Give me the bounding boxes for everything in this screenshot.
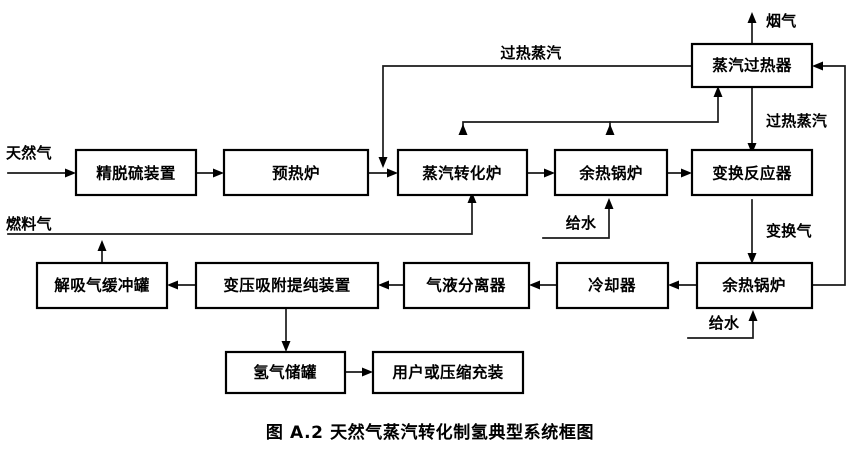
block-psa-purification-rect[interactable]: [194, 261, 380, 310]
block-steam-superheater-rect[interactable]: [690, 42, 814, 89]
stream-label-superheated-steam-right: 过热蒸汽: [766, 112, 827, 130]
block-waste-heat-boiler-bottom-rect[interactable]: [695, 261, 814, 310]
arrow-separator-to-psa: [378, 280, 389, 290]
block-desorption-gas-buffer-tank-rect[interactable]: [35, 261, 169, 310]
stream-label-shift-gas: 变换气: [766, 222, 812, 240]
block-hydrogen-storage-tank-rect[interactable]: [224, 350, 347, 395]
arrow-steam-into-reformer-top: [458, 124, 468, 135]
block-psa-purification[interactable]: 变压吸附提纯装置: [194, 261, 380, 310]
arrow-superheated-steam-down: [378, 157, 388, 168]
arrow-psa-to-buffer-tank: [167, 280, 178, 290]
block-hydrogen-storage-tank[interactable]: 氢气储罐: [224, 350, 347, 395]
arrow-flue-gas-out: [747, 12, 757, 23]
figure-caption: 图 A.2 天然气蒸汽转化制氢典型系统框图: [266, 422, 594, 443]
block-desulfurizer-rect[interactable]: [74, 148, 198, 197]
arrow-wh-boiler-top-to-shift-reactor: [681, 168, 692, 178]
block-desulfurizer-label: 精脱硫装置: [96, 164, 176, 183]
arrow-reformer-to-wh-boiler-top: [544, 168, 555, 178]
block-steam-superheater[interactable]: 蒸汽过热器: [690, 42, 814, 89]
block-shift-reactor[interactable]: 变换反应器: [690, 148, 814, 197]
block-gas-liquid-separator-label: 气液分离器: [425, 276, 506, 295]
stream-label-flue-gas: 烟气: [766, 12, 797, 30]
block-cooler[interactable]: 冷却器: [555, 261, 670, 310]
arrow-natural-gas-inlet: [65, 168, 76, 178]
block-steam-reformer-label: 蒸汽转化炉: [422, 164, 502, 183]
block-waste-heat-boiler-bottom[interactable]: 余热锅炉: [695, 261, 814, 310]
block-steam-superheater-label: 蒸汽过热器: [712, 56, 792, 75]
block-layer: 精脱硫装置 预热炉 蒸汽转化炉 余热锅炉 变换反应器 蒸汽过热器: [35, 42, 814, 395]
block-psa-purification-label: 变压吸附提纯装置: [223, 276, 350, 295]
arrow-hydrogen-tank-to-user: [362, 367, 373, 377]
block-user-or-compression-filling-label: 用户或压缩充装: [392, 363, 503, 382]
arrow-feed-water-to-wh-boiler-bottom: [748, 310, 758, 321]
arrow-wh-boiler-bottom-to-cooler: [668, 280, 679, 290]
block-desulfurizer[interactable]: 精脱硫装置: [74, 148, 198, 197]
block-preheater-label: 预热炉: [272, 164, 320, 183]
connector-layer: [7, 12, 846, 377]
block-waste-heat-boiler-top-label: 余热锅炉: [578, 164, 643, 183]
arrow-preheater-to-reformer: [387, 168, 398, 178]
arrow-steam-into-boiler-top: [605, 124, 615, 135]
block-gas-liquid-separator-rect[interactable]: [402, 261, 531, 310]
arrow-cooler-to-separator: [529, 280, 540, 290]
block-waste-heat-boiler-top[interactable]: 余热锅炉: [553, 148, 669, 197]
stream-label-feed-water-bottom: 给水: [709, 314, 740, 332]
line-superheated-steam-to-reformer: [382, 65, 693, 161]
block-steam-reformer[interactable]: 蒸汽转化炉: [396, 148, 529, 197]
block-user-or-compression-filling[interactable]: 用户或压缩充装: [371, 350, 525, 395]
block-user-or-compression-filling-rect[interactable]: [371, 350, 525, 395]
stream-label-superheated-steam-top: 过热蒸汽: [500, 44, 561, 62]
block-shift-reactor-label: 变换反应器: [712, 164, 792, 183]
block-preheater-rect[interactable]: [222, 148, 370, 197]
block-cooler-label: 冷却器: [588, 276, 636, 295]
line-feed-water-to-wh-boiler-bottom: [687, 317, 754, 339]
line-steam-header-to-superheater: [462, 93, 719, 131]
arrow-steam-into-superheater-bottom: [713, 86, 723, 97]
block-desorption-gas-buffer-tank[interactable]: 解吸气缓冲罐: [35, 261, 169, 310]
arrow-superheated-steam-to-shift-reactor: [747, 143, 757, 154]
stream-label-feed-water-mid: 给水: [566, 214, 597, 232]
block-cooler-rect[interactable]: [555, 261, 670, 310]
block-preheater[interactable]: 预热炉: [222, 148, 370, 197]
arrow-fuel-gas-into-reformer: [467, 192, 477, 203]
stream-label-natural-gas: 天然气: [6, 144, 52, 162]
line-feed-water-to-wh-boiler-top: [542, 205, 610, 239]
stream-label-layer: 天然气 燃料气 烟气 过热蒸汽 过热蒸汽 变换气 给水 给水: [6, 12, 827, 332]
block-waste-heat-boiler-top-rect[interactable]: [553, 148, 669, 197]
stream-label-fuel-gas: 燃料气: [6, 215, 52, 233]
block-hydrogen-storage-tank-label: 氢气储罐: [253, 363, 317, 382]
block-steam-reformer-rect[interactable]: [396, 148, 529, 197]
line-fuel-gas-to-reformer: [7, 199, 473, 235]
arrow-buffer-tank-to-fuel-gas: [97, 240, 107, 251]
arrow-steam-recycle-into-superheater: [812, 61, 823, 71]
arrow-shift-gas-to-wh-boiler-bottom: [747, 253, 757, 264]
line-steam-recycle-to-superheater: [811, 65, 846, 286]
block-waste-heat-boiler-bottom-label: 余热锅炉: [721, 276, 786, 295]
block-gas-liquid-separator[interactable]: 气液分离器: [402, 261, 531, 310]
arrow-desulfurizer-to-preheater: [213, 168, 224, 178]
block-shift-reactor-rect[interactable]: [690, 148, 814, 197]
arrow-psa-to-hydrogen-tank: [281, 341, 291, 352]
block-desorption-gas-buffer-tank-label: 解吸气缓冲罐: [54, 276, 150, 295]
arrow-feed-water-to-wh-boiler-top: [604, 198, 614, 209]
